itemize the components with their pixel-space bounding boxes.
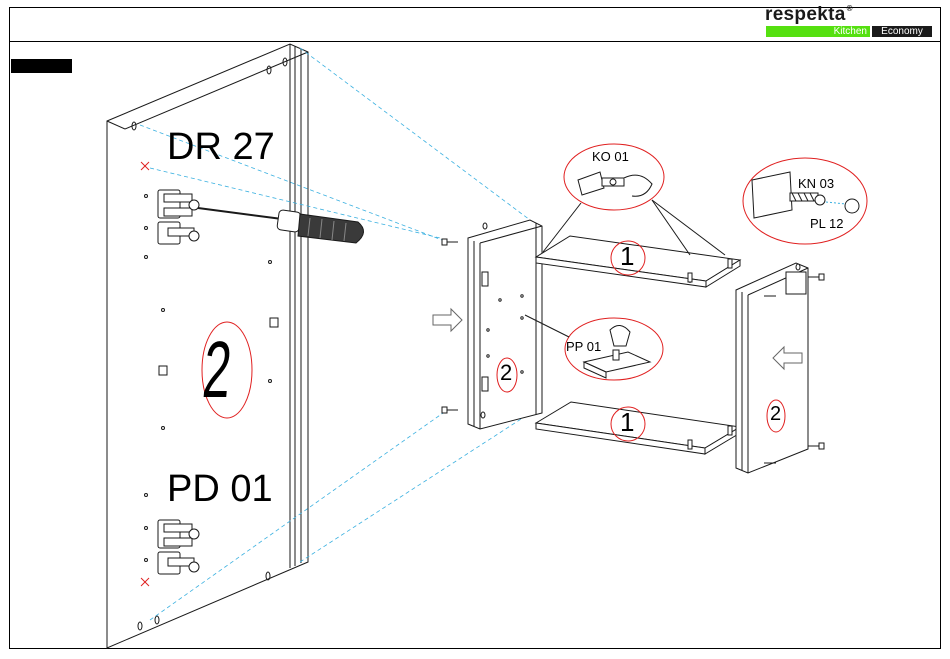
brand-kitchen-tag: Kitchen xyxy=(766,26,870,37)
right-side-panel xyxy=(736,263,808,473)
cap-code-label: PL 12 xyxy=(810,217,844,230)
cam-code-label: KO 01 xyxy=(592,150,629,163)
dowel-code-label: KN 03 xyxy=(798,177,834,190)
dowel-detail-callout xyxy=(743,158,867,244)
door-code-label: DR 27 xyxy=(167,128,275,166)
left-side-panel xyxy=(468,220,542,429)
brand-name-text: respekta xyxy=(765,4,846,25)
arrow-right xyxy=(433,309,462,331)
top-shelf-number: 1 xyxy=(620,243,634,269)
right-side-number: 2 xyxy=(770,404,781,424)
step-marker-bar xyxy=(11,59,72,73)
brand-logo: respekta® xyxy=(765,4,853,26)
shelf-pin-code-label: PP 01 xyxy=(566,340,601,353)
left-side-number: 2 xyxy=(500,362,512,384)
brand-economy-tag: Economy xyxy=(872,26,932,37)
bottom-shelf-number: 1 xyxy=(620,409,634,435)
hinge-code-label: PD 01 xyxy=(167,470,273,508)
registered-mark: ® xyxy=(847,4,853,13)
